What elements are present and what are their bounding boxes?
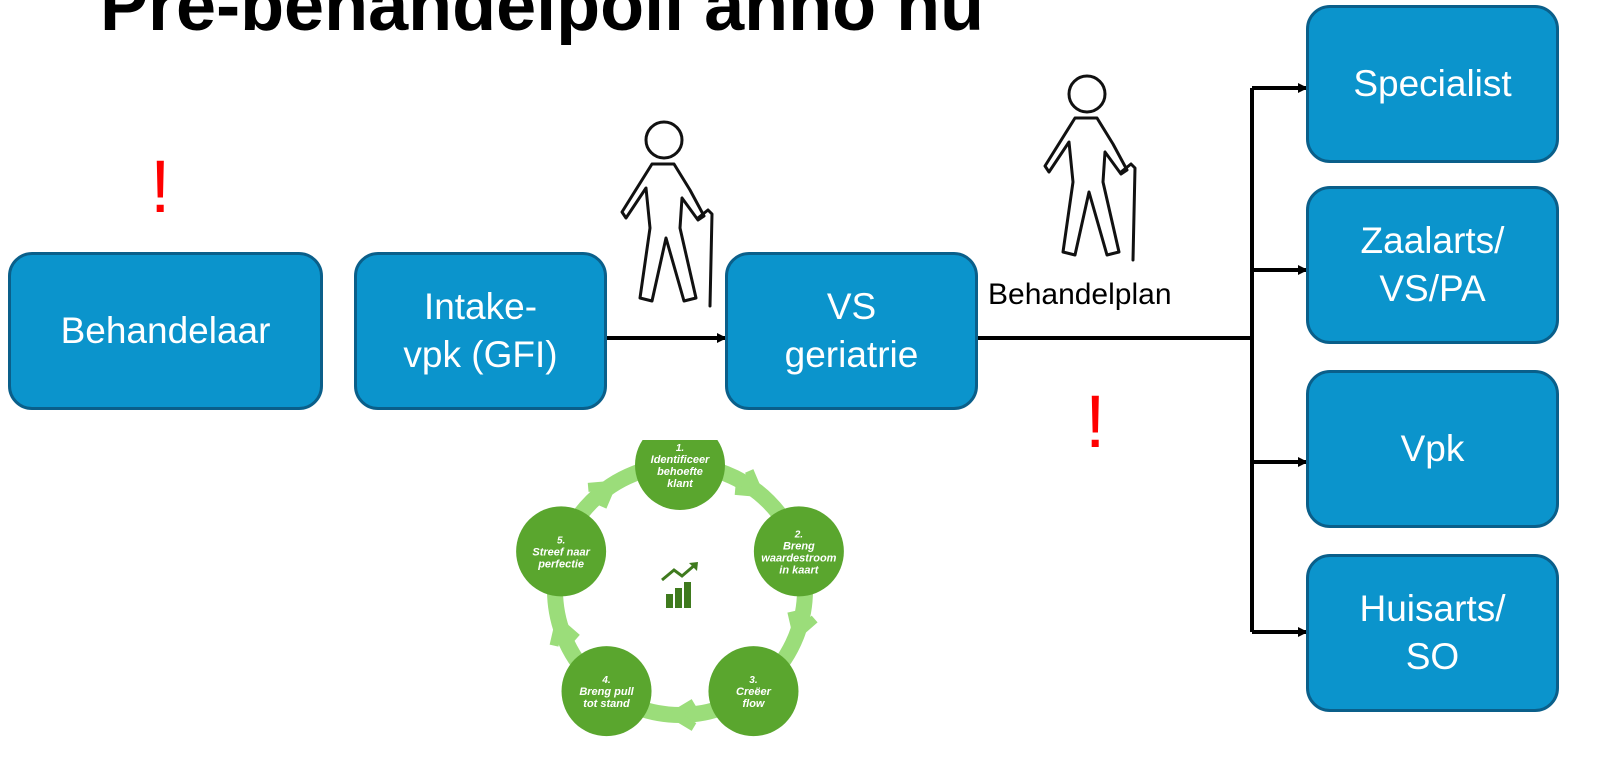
cycle-step-text: Breng [783, 540, 815, 552]
cycle-step-text: 3. [749, 675, 757, 686]
cycle-step-text: 5. [557, 535, 565, 546]
chart-growth-icon [661, 562, 698, 608]
cycle-step-text: 4. [601, 675, 610, 686]
edge-label-behandelplan: Behandelplan [988, 278, 1172, 311]
cycle-arrow [787, 610, 818, 643]
cycle-step-text: Breng pull [579, 686, 634, 698]
box-specialist: Specialist [1306, 5, 1559, 163]
box-vs-geriatrie: VS geriatrie [725, 252, 978, 410]
cycle-step-text: perfectie [537, 558, 584, 570]
cycle-arrow [549, 614, 580, 647]
alert-mark-behandelplan: ! [1085, 380, 1106, 463]
page-title: Pre-behandelpoli anno nu [100, 0, 985, 46]
cycle-step-3 [708, 646, 799, 737]
cycle-arrow [665, 699, 697, 731]
cycle-step-text: klant [667, 478, 694, 490]
walking-elderly-icon [620, 120, 714, 308]
box-huisarts: Huisarts/ SO [1306, 554, 1559, 712]
walking-elderly-icon [1043, 74, 1137, 262]
box-zaalarts: Zaalarts/ VS/PA [1306, 186, 1559, 344]
cycle-step-2 [753, 506, 844, 597]
box-intake-vpk: Intake- vpk (GFI) [354, 252, 607, 410]
cycle-step-text: tot stand [583, 698, 630, 710]
cycle-step-text: Streef naar [532, 546, 590, 558]
cycle-step-text: Creëer [736, 686, 772, 698]
cycle-step-text: behoefte [657, 466, 703, 478]
cycle-step-text: waardestroom [761, 552, 836, 564]
box-vpk: Vpk [1306, 370, 1559, 528]
cycle-step-1 [635, 440, 725, 510]
cycle-step-text: in kaart [779, 564, 819, 576]
cycle-step-text: 1. [676, 443, 684, 454]
cycle-arrow [734, 469, 766, 498]
cycle-step-text: flow [742, 698, 765, 710]
cycle-step-4 [561, 646, 652, 737]
cycle-step-text: 2. [794, 529, 803, 540]
cycle-step-5 [516, 506, 607, 597]
cycle-step-text: Identificeer [651, 454, 710, 466]
alert-mark-behandelaar: ! [150, 145, 171, 228]
cycle-arrow [587, 480, 619, 509]
box-behandelaar: Behandelaar [8, 252, 323, 410]
